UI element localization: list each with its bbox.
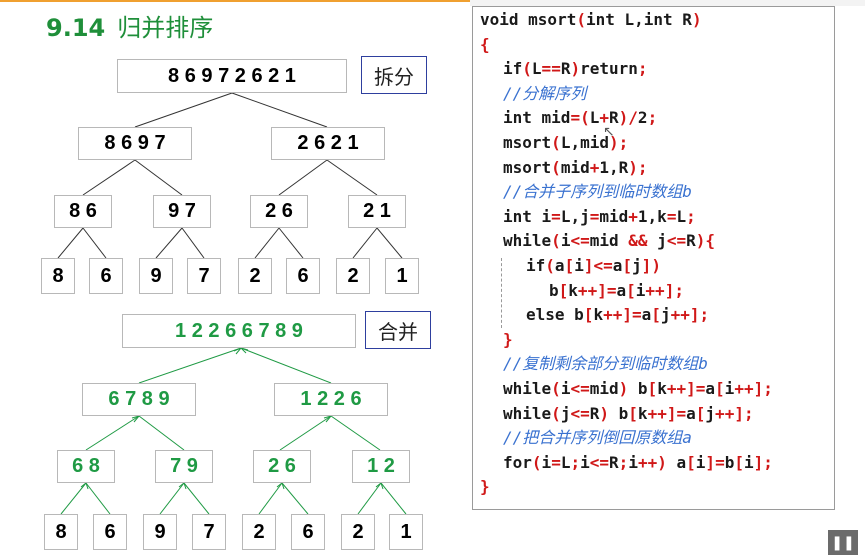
merge-leaf: 7 [192, 514, 226, 550]
top-toolbar-strip [470, 0, 865, 6]
code-line: int mid=(L+R)/2; [503, 108, 658, 128]
top-accent-bar [0, 0, 865, 2]
split-level2-node: 2 6 [250, 195, 308, 228]
split-level2-node: 8 6 [54, 195, 112, 228]
code-line: } [503, 329, 513, 349]
split-tag: 拆分 [361, 56, 427, 94]
tree-connectors [57, 92, 407, 515]
split-root: 8 6 9 7 2 6 2 1 [117, 59, 347, 93]
section-number: 9.14 [46, 14, 106, 42]
merge-leaf: 1 [389, 514, 423, 550]
split-leaf: 9 [139, 258, 173, 294]
merge-leaf: 2 [242, 514, 276, 550]
merge-leaf: 9 [143, 514, 177, 550]
merge-level1-right: 1 2 2 6 [274, 383, 388, 416]
code-line: b[k++]=a[i++]; [549, 280, 684, 300]
merge-level2-node: 2 6 [253, 450, 311, 483]
merge-leaf: 2 [341, 514, 375, 550]
merge-connectors [60, 346, 407, 515]
split-level2-node: 2 1 [348, 195, 406, 228]
code-line: while(i<=mid && j<=R){ [503, 231, 716, 251]
merge-leaf: 8 [44, 514, 78, 550]
merge-level2-node: 7 9 [155, 450, 213, 483]
code-line: if(L==R)return; [503, 59, 648, 79]
merge-level2-node: 1 2 [352, 450, 410, 483]
mouse-cursor-icon: ↖ [603, 124, 615, 140]
split-leaf: 8 [41, 258, 75, 294]
code-line: //分解序列 [503, 83, 587, 103]
code-line: void msort(int L,int R) [480, 10, 702, 29]
code-line: msort(L,mid); [503, 133, 629, 152]
split-connectors [57, 92, 403, 259]
split-leaf: 7 [187, 258, 221, 294]
code-line: while(j<=R) b[k++]=a[j++]; [503, 403, 754, 423]
split-leaf: 2 [238, 258, 272, 294]
code-line: msort(mid+1,R); [503, 157, 648, 177]
code-line: //合并子序列到临时数组b [503, 182, 692, 202]
merge-tag: 合并 [365, 311, 431, 349]
split-leaf: 6 [89, 258, 123, 294]
code-line: else b[k++]=a[j++]; [526, 305, 710, 325]
section-title: 归并排序 [117, 14, 214, 42]
split-leaf: 6 [286, 258, 320, 294]
split-leaf: 2 [336, 258, 370, 294]
code-line: { [480, 34, 490, 54]
indent-guide [501, 258, 502, 328]
code-line: } [480, 477, 490, 497]
split-leaf: 1 [385, 258, 419, 294]
code-panel [472, 6, 835, 510]
code-line: if(a[i]<=a[j]) [526, 256, 661, 275]
merge-level1-left: 6 7 8 9 [82, 383, 196, 416]
split-level1-left: 8 6 9 7 [78, 127, 192, 160]
pause-icon[interactable]: ❚❚ [828, 530, 858, 555]
merge-root: 1 2 2 6 6 7 8 9 [122, 314, 356, 348]
split-level1-right: 2 6 2 1 [271, 127, 385, 160]
merge-leaf: 6 [291, 514, 325, 550]
split-level2-node: 9 7 [153, 195, 211, 228]
merge-level2-node: 6 8 [57, 450, 115, 483]
merge-leaf: 6 [93, 514, 127, 550]
code-line: //把合并序列倒回原数组a [503, 428, 692, 448]
code-line: for(i=L;i<=R;i++) a[i]=b[i]; [503, 452, 773, 472]
code-line: while(i<=mid) b[k++]=a[i++]; [503, 379, 773, 398]
code-line: int i=L,j=mid+1,k=L; [503, 206, 696, 226]
page-title: 9.14 归并排序 [46, 8, 213, 43]
code-line: //复制剩余部分到临时数组b [503, 354, 708, 374]
